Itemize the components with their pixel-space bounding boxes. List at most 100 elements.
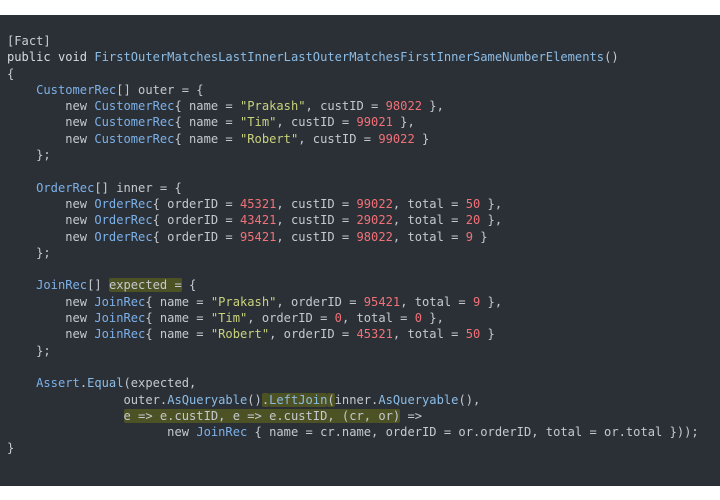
code-line: new JoinRec{ name = "Prakash", orderID =… bbox=[7, 294, 699, 310]
code-token: OrderRec bbox=[94, 229, 153, 244]
code-token: } bbox=[473, 229, 488, 244]
code-token: JoinRec bbox=[94, 294, 146, 309]
code-token: }, bbox=[480, 294, 503, 309]
code-token: "Prakash" bbox=[240, 99, 306, 114]
code-line: OrderRec[] inner = { bbox=[7, 180, 699, 196]
code-token bbox=[7, 393, 124, 407]
code-token: Assert bbox=[36, 376, 80, 391]
code-token: FirstOuterMatchesLastInnerLastOuterMatch… bbox=[94, 50, 605, 65]
code-token: CustomerRec bbox=[94, 115, 175, 130]
code-line: new CustomerRec{ name = "Tim", custID = … bbox=[7, 114, 699, 130]
code-token: , total = bbox=[392, 196, 466, 211]
code-token: new bbox=[7, 327, 95, 342]
code-line: new OrderRec{ orderID = 45321, custID = … bbox=[7, 196, 699, 212]
code-line: new CustomerRec{ name = "Robert", custID… bbox=[7, 131, 699, 147]
code-line: }; bbox=[7, 343, 699, 359]
code-token: , total = bbox=[392, 229, 466, 244]
code-token: OrderRec bbox=[94, 213, 153, 228]
code-token: , custID = bbox=[276, 229, 357, 244]
highlighted-token: expected = bbox=[108, 278, 182, 293]
code-token: { orderID = bbox=[152, 196, 240, 211]
code-token: (expected, bbox=[123, 376, 197, 391]
highlighted-token: . bbox=[261, 392, 270, 407]
code-token: 9 bbox=[465, 229, 473, 244]
code-token: outer. bbox=[123, 392, 168, 407]
code-line: Assert.Equal(expected, bbox=[7, 375, 699, 391]
code-token: "Tim" bbox=[210, 311, 248, 326]
code-line: CustomerRec[] outer = { bbox=[7, 82, 699, 98]
code-token: [Fact] bbox=[7, 34, 51, 48]
code-token: , custID = bbox=[276, 115, 357, 130]
code-line: new OrderRec{ orderID = 43421, custID = … bbox=[7, 212, 699, 228]
code-token: 45321 bbox=[240, 196, 277, 211]
code-token: inner. bbox=[334, 392, 379, 407]
code-line bbox=[7, 163, 699, 179]
code-token: , custID = bbox=[305, 99, 386, 114]
code-token: { orderID = bbox=[152, 229, 240, 244]
code-line: new OrderRec{ orderID = 95421, custID = … bbox=[7, 229, 699, 245]
code-line bbox=[7, 261, 699, 277]
code-token: (), bbox=[458, 392, 481, 407]
code-token: "Prakash" bbox=[210, 294, 277, 309]
code-token: () bbox=[247, 392, 262, 407]
code-token: , total = bbox=[400, 294, 473, 309]
code-token: }, bbox=[422, 311, 444, 326]
code-token: 99022 bbox=[378, 131, 415, 146]
code-token: CustomerRec bbox=[36, 82, 117, 97]
code-token: } bbox=[414, 131, 430, 146]
code-token: JoinRec bbox=[196, 425, 248, 440]
code-line: [Fact] bbox=[7, 33, 699, 49]
code-token: , total = bbox=[341, 311, 415, 326]
code-token: OrderRec bbox=[94, 196, 153, 211]
highlighted-token: e => e.custID, e => e.custID, (cr, or) bbox=[123, 408, 401, 423]
code-line: }; bbox=[7, 147, 699, 163]
code-token: JoinRec bbox=[36, 278, 88, 293]
code-token: 95421 bbox=[363, 294, 401, 309]
code-token: OrderRec bbox=[36, 180, 95, 195]
code-line: new JoinRec{ name = "Tim", orderID = 0, … bbox=[7, 310, 699, 326]
code-token: , custID = bbox=[298, 131, 379, 146]
code-token: [] outer = { bbox=[116, 82, 204, 97]
code-token bbox=[7, 181, 36, 195]
code-token: new bbox=[7, 425, 197, 440]
code-token: 98022 bbox=[385, 99, 423, 114]
code-token: 50 bbox=[465, 327, 481, 342]
highlighted-token: LeftJoin bbox=[269, 392, 328, 407]
code-token: }, bbox=[480, 196, 503, 211]
code-token: [] inner = { bbox=[94, 180, 182, 195]
code-token: }; bbox=[7, 148, 51, 163]
code-token: { orderID = bbox=[152, 213, 240, 228]
highlighted-token: ( bbox=[327, 392, 335, 407]
code-token: "Robert" bbox=[240, 131, 299, 146]
code-token: , custID = bbox=[276, 213, 357, 228]
code-token: 0 bbox=[414, 311, 423, 326]
code-token: , orderID = bbox=[276, 294, 364, 309]
code-token: JoinRec bbox=[94, 327, 146, 342]
code-token: , orderID = bbox=[269, 327, 357, 342]
code-token: => bbox=[400, 408, 423, 423]
code-token: new bbox=[7, 131, 95, 146]
code-token: { bbox=[7, 66, 15, 81]
code-token: 99021 bbox=[356, 115, 393, 130]
code-token bbox=[7, 409, 124, 423]
code-token: 98022 bbox=[356, 229, 393, 244]
code-token: { name = bbox=[174, 131, 240, 146]
code-token: }, bbox=[392, 115, 415, 130]
code-token: JoinRec bbox=[94, 311, 146, 326]
code-line bbox=[7, 359, 699, 375]
code-token: }, bbox=[480, 213, 503, 228]
code-token: 20 bbox=[465, 213, 481, 228]
code-line: }; bbox=[7, 245, 699, 261]
code-token: . bbox=[79, 376, 88, 391]
code-token: 0 bbox=[334, 311, 342, 326]
code-token: public void bbox=[7, 50, 95, 65]
code-token: new bbox=[7, 294, 95, 309]
code-line: new JoinRec{ name = "Robert", orderID = … bbox=[7, 326, 699, 342]
code-token: { name = bbox=[174, 115, 240, 130]
code-token: { name = cr.name, orderID = or.orderID, … bbox=[247, 425, 699, 440]
code-token: CustomerRec bbox=[94, 99, 175, 114]
code-line: new CustomerRec{ name = "Prakash", custI… bbox=[7, 98, 699, 114]
code-line: { bbox=[7, 66, 699, 82]
code-block[interactable]: [Fact] public void FirstOuterMatchesLastI… bbox=[7, 33, 699, 457]
code-token: { name = bbox=[145, 311, 211, 326]
